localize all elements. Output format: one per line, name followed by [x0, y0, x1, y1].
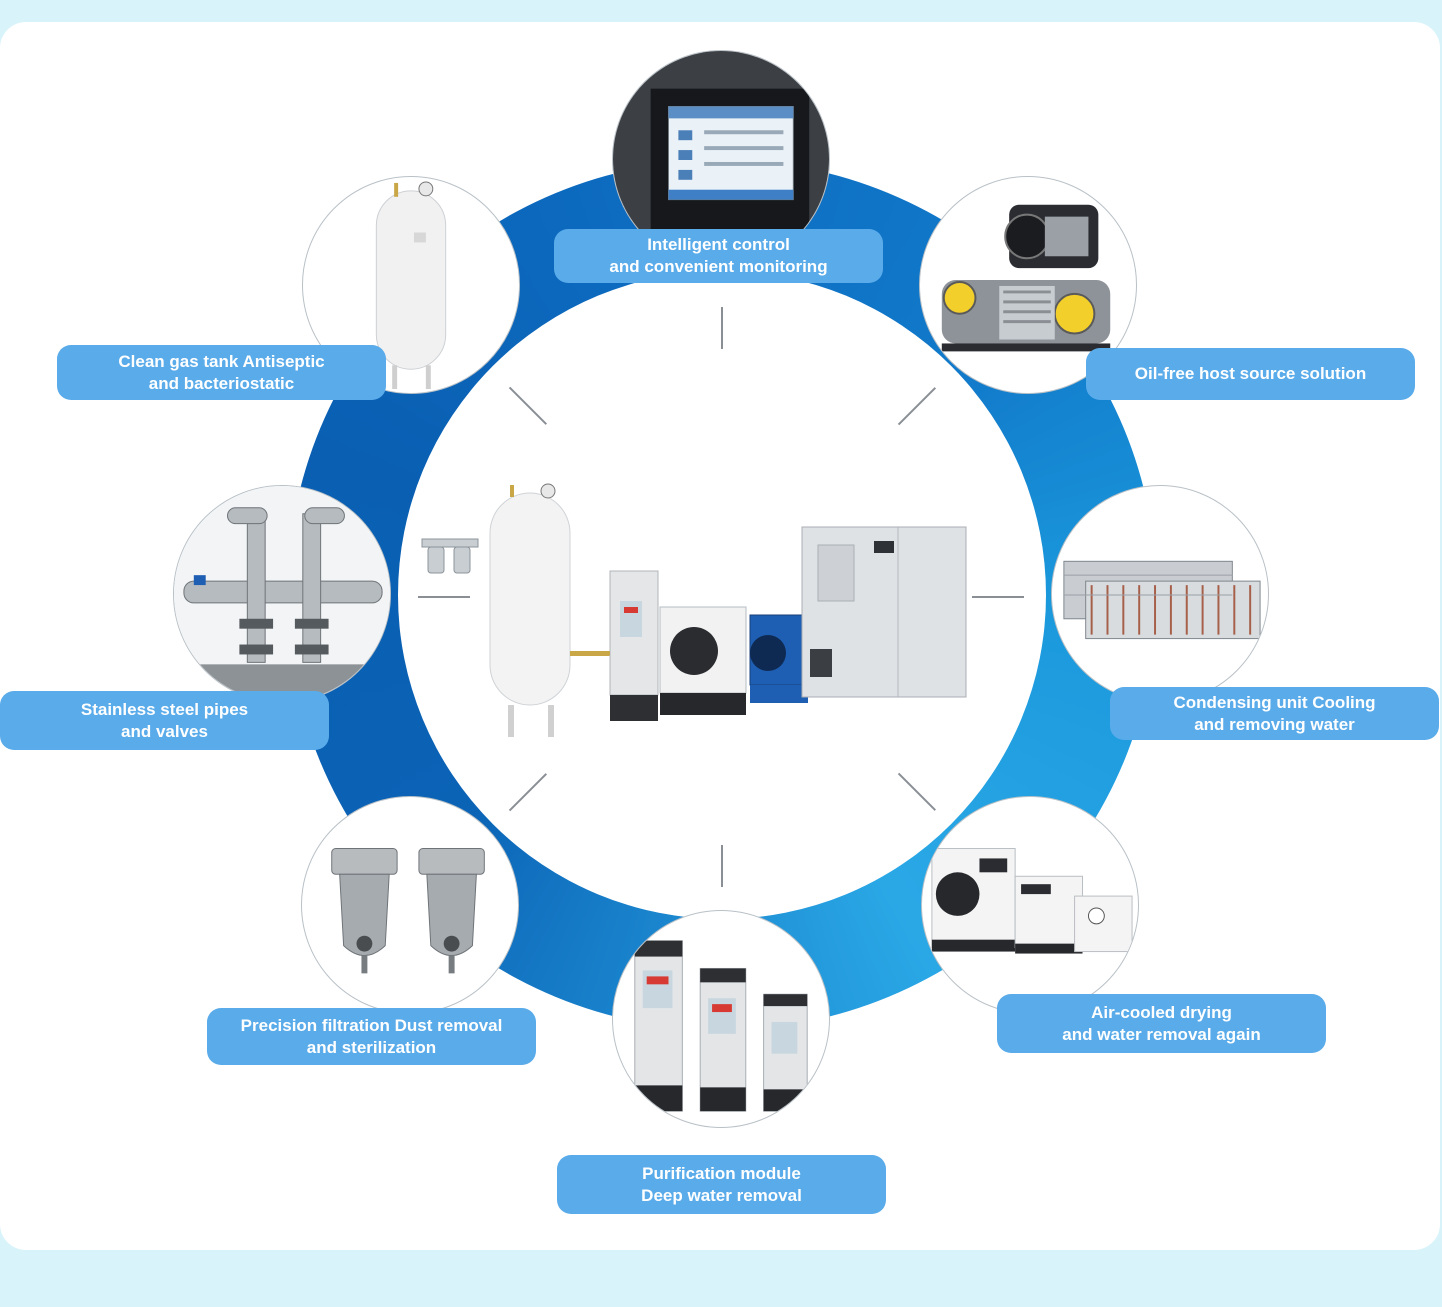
feature-label-line: Oil-free host source solution — [1134, 364, 1367, 383]
divider-tick — [721, 307, 723, 349]
feature-label-line: Stainless steel pipes — [80, 699, 249, 719]
feature-label-line: Air-cooled drying — [1091, 1002, 1232, 1022]
feature-label-stainless-pipes: Stainless steel pipes and valves — [0, 691, 329, 750]
refrigerated-air-dryer-icon — [921, 796, 1139, 1014]
condenser-coil-icon — [1051, 485, 1269, 703]
feature-label-line: Precision filtration Dust removal — [240, 1015, 503, 1035]
feature-label-line: Deep water removal — [641, 1185, 802, 1205]
feature-label-line: and convenient monitoring — [609, 257, 828, 276]
feature-label-air-cooled-drying: Air-cooled drying and water removal agai… — [997, 994, 1326, 1053]
divider-tick — [418, 596, 470, 598]
feature-label-oil-free-host: Oil-free host source solution — [1086, 348, 1415, 400]
stainless-steel-pipe-valve-icon — [173, 485, 391, 703]
feature-label-condensing-unit: Condensing unit Cooling and removing wat… — [1110, 687, 1439, 740]
feature-label-line: Purification module — [642, 1163, 801, 1183]
feature-label-line: and removing water — [1194, 714, 1355, 734]
feature-label-clean-gas-tank: Clean gas tank Antiseptic and bacteriost… — [57, 345, 386, 400]
feature-label-precision-filtration: Precision filtration Dust removal and st… — [207, 1008, 536, 1065]
divider-tick — [972, 596, 1024, 598]
feature-label-line: and valves — [121, 721, 208, 741]
feature-label-line: Intelligent control — [647, 235, 790, 254]
feature-label-line: Clean gas tank Antiseptic — [118, 351, 325, 371]
feature-label-purification-module: Purification module Deep water removal — [557, 1155, 886, 1214]
feature-label-line: Condensing unit Cooling — [1173, 692, 1376, 712]
precision-filter-housing-icon — [301, 796, 519, 1014]
feature-label-line: and sterilization — [306, 1037, 437, 1057]
feature-label-line: and bacteriostatic — [148, 373, 295, 393]
feature-label-line: and water removal again — [1062, 1024, 1261, 1044]
feature-label-intelligent-control: Intelligent control and convenient monit… — [554, 229, 883, 283]
air-compressor-system-illustration — [398, 271, 1046, 919]
divider-tick — [721, 845, 723, 887]
adsorption-dryer-towers-icon — [612, 910, 830, 1128]
